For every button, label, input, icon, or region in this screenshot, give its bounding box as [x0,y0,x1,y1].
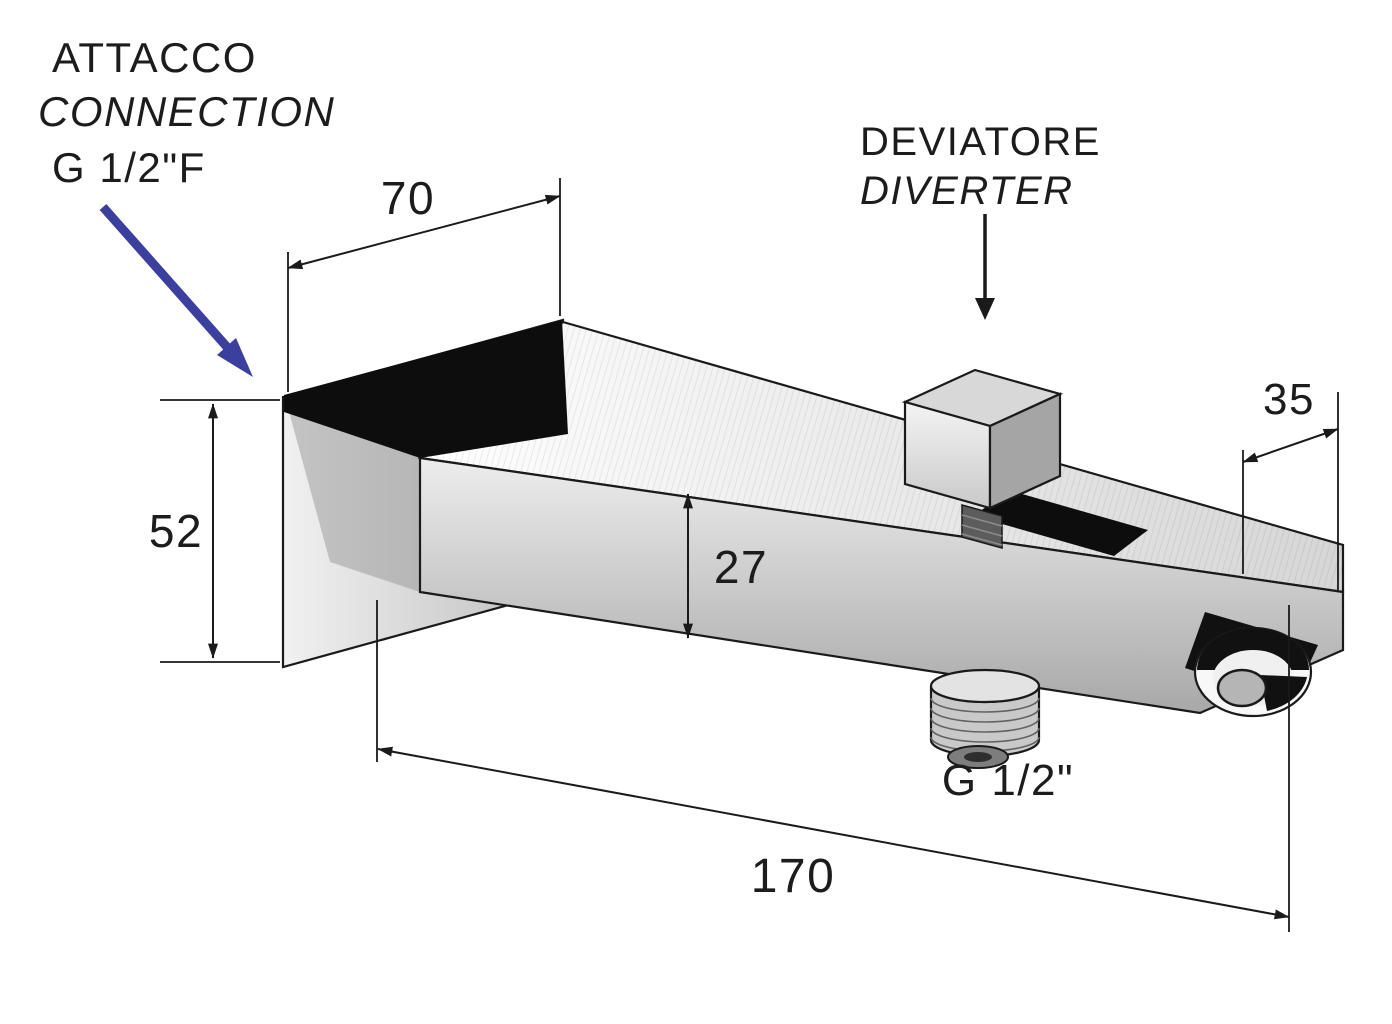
diverter-shadow-slot [974,490,1148,556]
aerator-nozzle [1216,668,1268,708]
dim-170-line [377,746,1290,920]
diverter-arrow-head [975,298,995,320]
dimension-annotations [160,178,1339,932]
diverter-knob [901,368,1148,556]
diverter-label-line1: DEVIATORE [860,120,1101,164]
diverter-label-line2: DIVERTER [860,169,1074,213]
outlet-thread-label: G 1/2" [942,756,1074,805]
dim-35-line [1242,428,1339,463]
dim-170-label: 170 [751,850,836,903]
connection-label-line2: CONNECTION [38,88,335,135]
dim-27-label: 27 [714,541,768,593]
diverter-cube-side [988,392,1062,510]
threaded-outlet-top [929,668,1041,704]
dim-70-line [287,194,561,270]
aerator-outlet [1193,626,1313,718]
diverter-arrow [975,214,995,320]
plate-shadow [288,408,420,592]
spout-fixture [281,318,1345,769]
threaded-outlet [929,668,1041,769]
dim-52-label: 52 [149,505,203,557]
connection-arrow-head [217,338,253,377]
aerator-rim-wedge [1260,675,1307,711]
chrome-reflection-band [284,320,568,458]
dim-70-label: 70 [381,172,435,224]
connection-label-line1: ATTACCO [52,34,257,81]
diverter-stem [961,504,1003,549]
connection-arrow [99,204,253,377]
connection-label-line3: G 1/2"F [52,144,206,191]
dim-35-label: 35 [1263,375,1315,424]
text-labels: ATTACCO CONNECTION G 1/2"F DEVIATORE DIV… [38,34,1315,903]
